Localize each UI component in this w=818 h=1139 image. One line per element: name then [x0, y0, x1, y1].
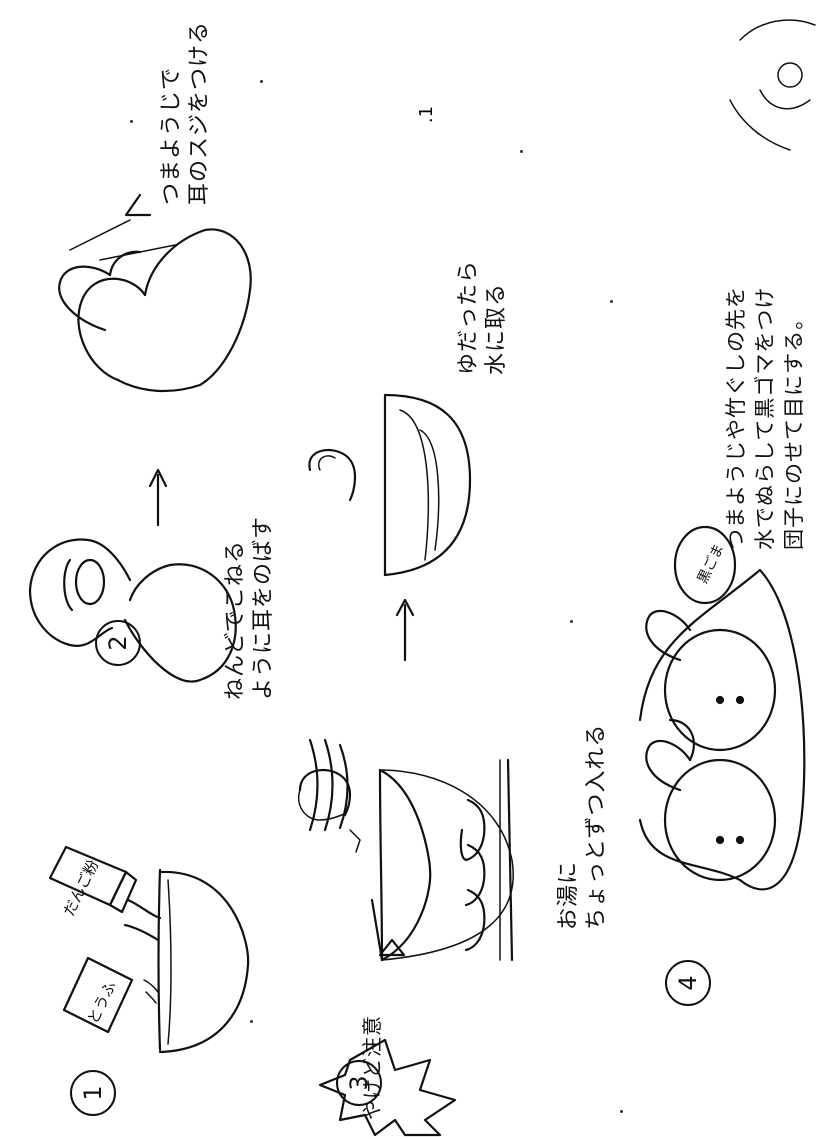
step3-rabbit-dropping — [298, 768, 352, 821]
step3-arrow — [395, 598, 415, 662]
step4-rabbit-dango-1 — [645, 718, 777, 882]
step3-warning-burst — [318, 1038, 457, 1137]
decorative-flower-sketch — [729, 19, 816, 151]
step1-number: 1 — [70, 1070, 116, 1116]
step1-flour-bag — [48, 845, 138, 914]
step3-note: ゆだったら 水に取る — [455, 260, 511, 375]
step2-rabbit-dough — [58, 228, 252, 393]
step1-bowl-drawing — [123, 868, 250, 1054]
step3-caption: お湯に ちょっとずつ入れる — [555, 724, 611, 930]
step2-number: 2 — [95, 620, 141, 666]
step2-caption: ねんどでこねる ように耳をのばす — [222, 516, 278, 700]
scan-speck — [260, 80, 263, 83]
step2-note-line2: 耳のスジをつける — [187, 20, 212, 205]
scan-speck — [250, 1020, 253, 1023]
step4-rabbit-dango-2 — [645, 609, 777, 752]
step2-caption-line1: ねんどでこねる — [223, 540, 248, 700]
step1-tofu-box — [62, 956, 134, 1034]
step4-note-line1: つまようじや竹ぐしの先を — [724, 286, 748, 550]
step4-note-line3: 団子にのせて目にする。 — [782, 307, 806, 550]
step2-note: つまようじで 耳のスジをつける — [158, 21, 214, 205]
step3-note-line2: 水に取る — [484, 282, 509, 375]
step4-note-line2: 水でぬらして黒ゴマをつけ — [753, 286, 777, 550]
step3-warning-text: やけど注意 — [360, 1015, 384, 1120]
scan-speck — [130, 120, 133, 123]
step3-note-line1: ゆだったら — [456, 259, 481, 375]
page-number: .1 — [416, 105, 438, 124]
scan-speck — [620, 1110, 623, 1113]
scan-speck — [520, 150, 523, 153]
step2-caption-line2: ように耳をのばす — [251, 515, 276, 700]
step2-note-line1: つまようじで — [159, 66, 184, 205]
step4-number: 4 — [665, 960, 711, 1006]
step4-note: つまようじや竹ぐしの先を 水でぬらして黒ゴマをつけ 団子にのせて目にする。 — [722, 286, 809, 550]
step2-toothpick — [69, 193, 152, 251]
step2-hand-drawing — [28, 468, 237, 683]
step3-caption-line1: お湯に — [556, 860, 581, 930]
step3-water-bowl — [308, 393, 472, 577]
step3-pot-drawing — [308, 738, 514, 962]
step3-caption-line2: ちょっとずつ入れる — [584, 723, 609, 930]
scan-speck — [610, 300, 613, 303]
step4-sesame-dish — [673, 525, 737, 605]
scan-speck — [570, 620, 573, 623]
